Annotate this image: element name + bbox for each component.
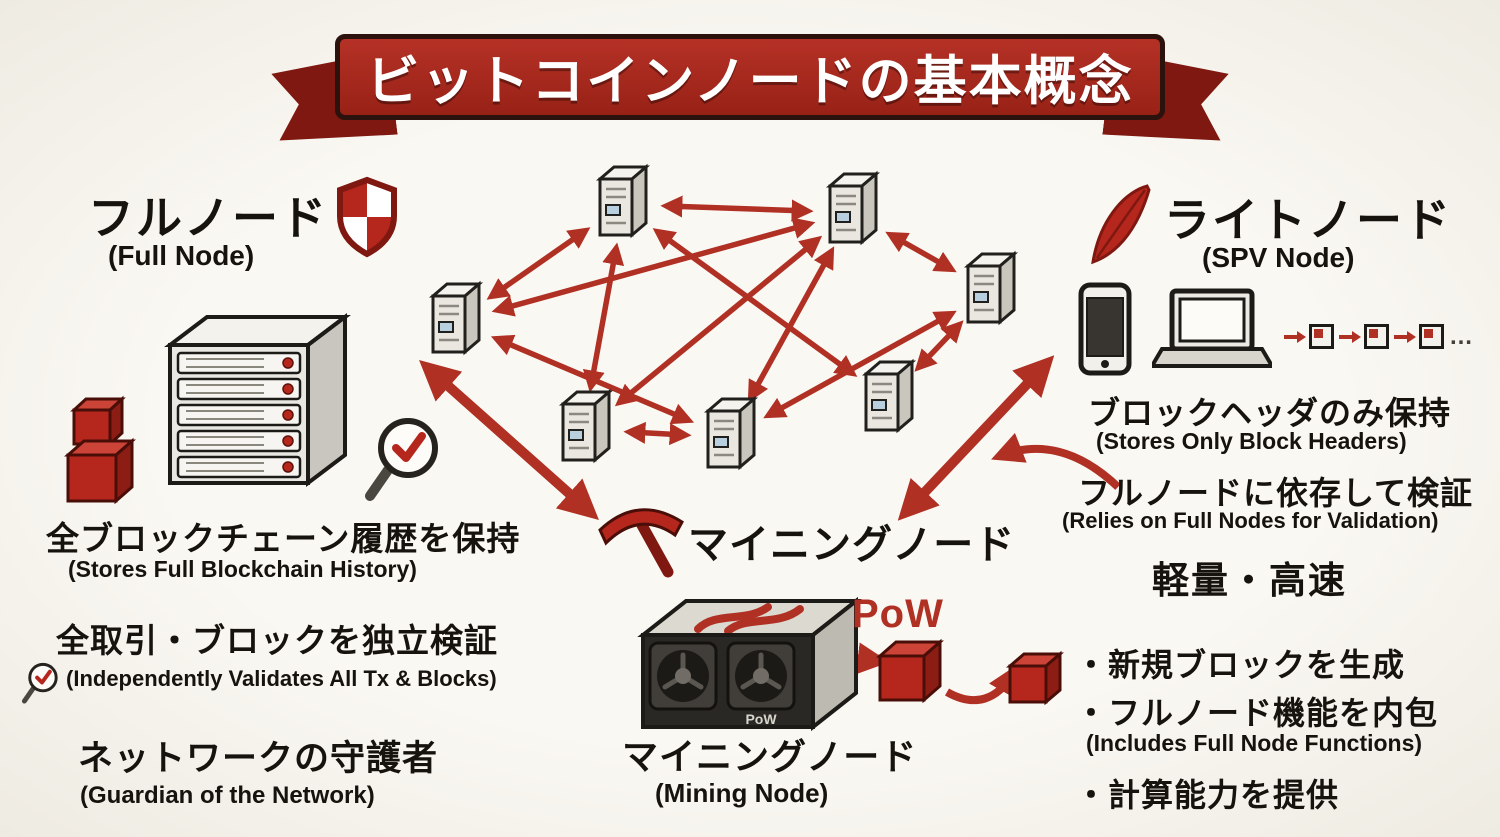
full-node-server-icon bbox=[164, 312, 351, 488]
mining-bullet-2-en: (Includes Full Node Functions) bbox=[1086, 730, 1423, 756]
laptop-icon bbox=[1152, 288, 1272, 368]
phone-icon bbox=[1078, 282, 1132, 376]
light-node-heading-jp: ライトノード bbox=[1164, 194, 1452, 246]
mining-rig-icon: PoW bbox=[637, 596, 862, 732]
network-edges bbox=[486, 195, 964, 446]
full-node-feature3-en: (Guardian of the Network) bbox=[80, 782, 375, 809]
rig-pow-label: PoW bbox=[745, 711, 777, 727]
pow-label: PoW bbox=[852, 592, 944, 636]
light-node-feature3-jp: 軽量・高速 bbox=[1152, 560, 1347, 601]
mining-node-caption-en: (Mining Node) bbox=[655, 778, 829, 808]
full-node-feature3-jp: ネットワークの守護者 bbox=[78, 739, 439, 778]
mining-bullet-2-jp: ・フルノード機能を内包 bbox=[1075, 695, 1439, 731]
light-node-feature1-en: (Stores Only Block Headers) bbox=[1096, 428, 1407, 454]
block-header-icon bbox=[1309, 324, 1334, 349]
mining-node-caption-jp: マイニングノード bbox=[622, 736, 918, 777]
next-block-icon bbox=[1005, 650, 1064, 706]
light-node-feature1-jp: ブロックヘッダのみ保持 bbox=[1088, 395, 1452, 431]
light-node-heading-en: (SPV Node) bbox=[1202, 242, 1355, 273]
ribbon-body: ビットコインノードの基本概念 bbox=[335, 34, 1165, 120]
feather-icon bbox=[1091, 184, 1151, 265]
mining-bullet-3: ・計算能力を提供 bbox=[1075, 777, 1340, 813]
mining-node-pointer-label: マイニングノード bbox=[688, 523, 1016, 567]
light-node-feature2-jp: フルノードに依存して検証 bbox=[1078, 475, 1474, 511]
chain-arrow-icon bbox=[1284, 330, 1306, 343]
mining-bullet-1: ・新規ブロックを生成 bbox=[1075, 647, 1406, 683]
magnifier-check-icon bbox=[365, 418, 438, 501]
title-banner: ビットコインノードの基本概念 bbox=[335, 34, 1165, 120]
full-node-feature1-en: (Stores Full Blockchain History) bbox=[68, 556, 417, 582]
block-header-icon bbox=[1364, 324, 1389, 349]
section-arrows bbox=[419, 355, 1121, 705]
full-node-feature1-jp: 全ブロックチェーン履歴を保持 bbox=[46, 520, 521, 557]
block-header-chain: … bbox=[1284, 324, 1473, 349]
pickaxe-icon bbox=[598, 508, 684, 578]
small-magnifier-check-icon bbox=[21, 662, 58, 704]
shield-icon bbox=[337, 176, 397, 258]
full-node-heading-jp: フルノード bbox=[88, 192, 328, 244]
chain-ellipsis: … bbox=[1449, 323, 1473, 350]
full-node-feature2-en: (Independently Validates All Tx & Blocks… bbox=[66, 666, 497, 691]
full-node-feature2-jp: 全取引・ブロックを独立検証 bbox=[56, 622, 498, 659]
light-node-feature2-en: (Relies on Full Nodes for Validation) bbox=[1062, 508, 1439, 533]
page-title: ビットコインノードの基本概念 bbox=[366, 52, 1134, 111]
chain-arrow-icon bbox=[1339, 330, 1361, 343]
mined-block-icon bbox=[876, 638, 944, 704]
full-node-heading-en: (Full Node) bbox=[108, 240, 255, 271]
chain-arrow-icon bbox=[1394, 330, 1416, 343]
block-header-icon bbox=[1419, 324, 1444, 349]
red-blocks-icon bbox=[64, 395, 136, 505]
